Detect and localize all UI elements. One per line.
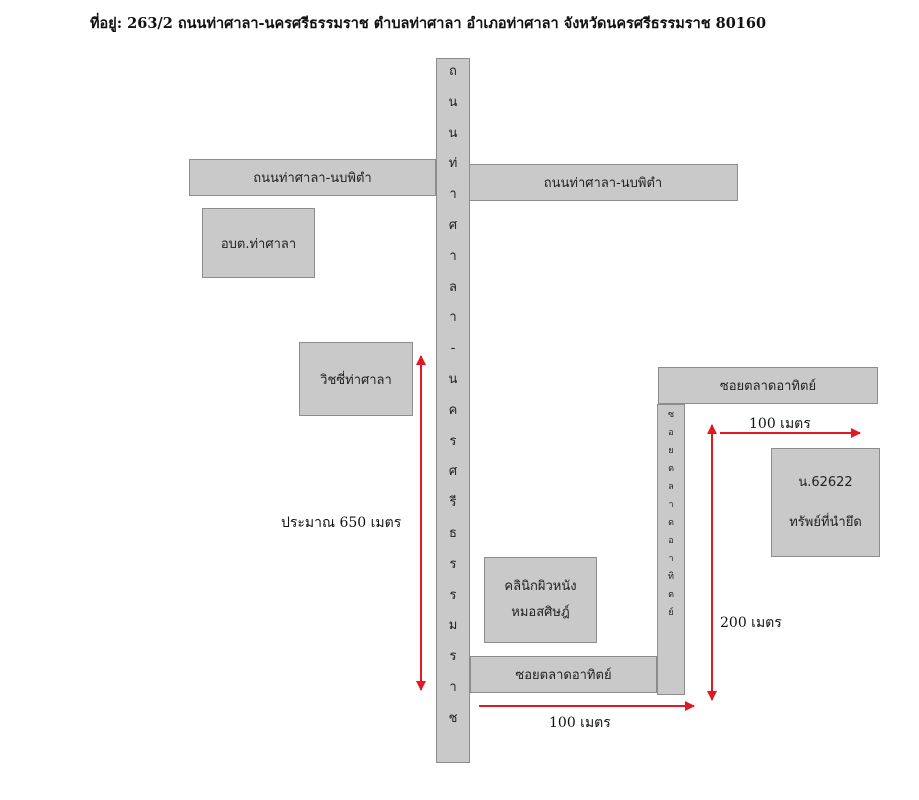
vertical-label-char: ร <box>449 433 457 449</box>
vertical-label-char: ซ <box>667 410 675 420</box>
vertical-label-char: ต <box>668 590 674 600</box>
road-soi-bottom: ซอยตลาดอาทิตย์ <box>470 656 657 693</box>
vertical-label-char: ศ <box>448 217 458 233</box>
vertical-label-char: ล <box>668 482 674 492</box>
vertical-label-char: น <box>448 94 458 110</box>
building-property: น.62622 ทรัพย์ที่นำยึด <box>771 448 880 557</box>
address-text: ที่อยู่: 263/2 ถนนท่าศาลา-นครศรีธรรมราช … <box>90 15 767 32</box>
vertical-label-char: ธ <box>449 525 457 541</box>
vertical-label-char: ม <box>448 618 458 634</box>
road-main-vertical: ถนนท่าศาลา-นครศรีธรรมราช <box>436 58 470 763</box>
vertical-label-char: ช <box>448 710 458 726</box>
building-clinic: คลินิกผิวหนัง หมอสศิษฎ์ <box>484 557 597 643</box>
vertical-label-char: ร <box>449 556 457 572</box>
vertical-label-char: ศ <box>448 464 458 480</box>
vertical-label-char: ร <box>449 649 457 665</box>
vertical-label-char: ท่ <box>448 156 458 172</box>
building-college-label: วิชซี่ท่าศาลา <box>320 372 392 388</box>
building-sao-label: อบต.ท่าศาลา <box>220 236 297 252</box>
vertical-label-char: า <box>668 554 674 564</box>
road-right-horizontal: ถนนท่าศาลา-นบพิตำ <box>468 164 738 201</box>
vertical-label-char: น <box>448 371 458 387</box>
vertical-label-char: รี <box>449 495 457 511</box>
road-soi-vertical-label: ซอยตลาดอาทิตย์ <box>668 405 674 627</box>
vertical-label-char: ค <box>448 402 458 418</box>
road-soi-top: ซอยตลาดอาทิตย์ <box>658 367 878 404</box>
vertical-label-char: ย <box>668 446 674 456</box>
vertical-label-char: า <box>668 500 674 510</box>
building-college: วิชซี่ท่าศาลา <box>299 342 413 416</box>
road-soi-vertical: ซอยตลาดอาทิตย์ <box>657 404 685 695</box>
building-clinic-label-line2: หมอสศิษฎ์ <box>511 605 570 620</box>
vertical-label-char: - <box>450 341 456 357</box>
road-right-horizontal-label: ถนนท่าศาลา-นบพิตำ <box>543 176 663 191</box>
building-property-code: น.62622 <box>798 474 853 490</box>
vertical-label-char: ทิ <box>668 572 674 582</box>
building-clinic-label-line1: คลินิกผิวหนัง <box>504 579 577 594</box>
vertical-label-char: น <box>448 125 458 141</box>
road-left-horizontal: ถนนท่าศาลา-นบพิตำ <box>189 159 436 196</box>
building-sao: อบต.ท่าศาลา <box>202 208 315 278</box>
road-soi-top-label: ซอยตลาดอาทิตย์ <box>719 379 817 394</box>
road-main-vertical-label: ถนนท่าศาลา-นครศรีธรรมราช <box>449 59 458 743</box>
vertical-label-char: ร <box>449 587 457 603</box>
vertical-label-char: ถ <box>449 64 457 79</box>
vertical-label-char: า <box>449 248 457 264</box>
vertical-label-char: ล <box>449 279 457 295</box>
building-property-name: ทรัพย์ที่นำยึด <box>789 514 862 530</box>
vertical-label-char: ด <box>668 518 674 528</box>
distance-soi-bottom-label: 100 เมตร <box>549 715 611 731</box>
distance-soi-right-label: 100 เมตร <box>749 416 811 432</box>
road-left-horizontal-label: ถนนท่าศาลา-นบพิตำ <box>253 171 372 186</box>
vertical-label-char: า <box>449 310 457 326</box>
vertical-label-char: า <box>449 679 457 695</box>
road-soi-bottom-label: ซอยตลาดอาทิตย์ <box>515 668 612 683</box>
distance-soi-vertical-label: 200 เมตร <box>720 615 782 631</box>
distance-main-label: ประมาณ 650 เมตร <box>281 515 402 531</box>
vertical-label-char: ต <box>668 464 674 474</box>
vertical-label-char: อ <box>668 536 674 546</box>
vertical-label-char: า <box>449 187 457 203</box>
vertical-label-char: อ <box>668 428 674 438</box>
vertical-label-char: ย์ <box>668 608 674 618</box>
